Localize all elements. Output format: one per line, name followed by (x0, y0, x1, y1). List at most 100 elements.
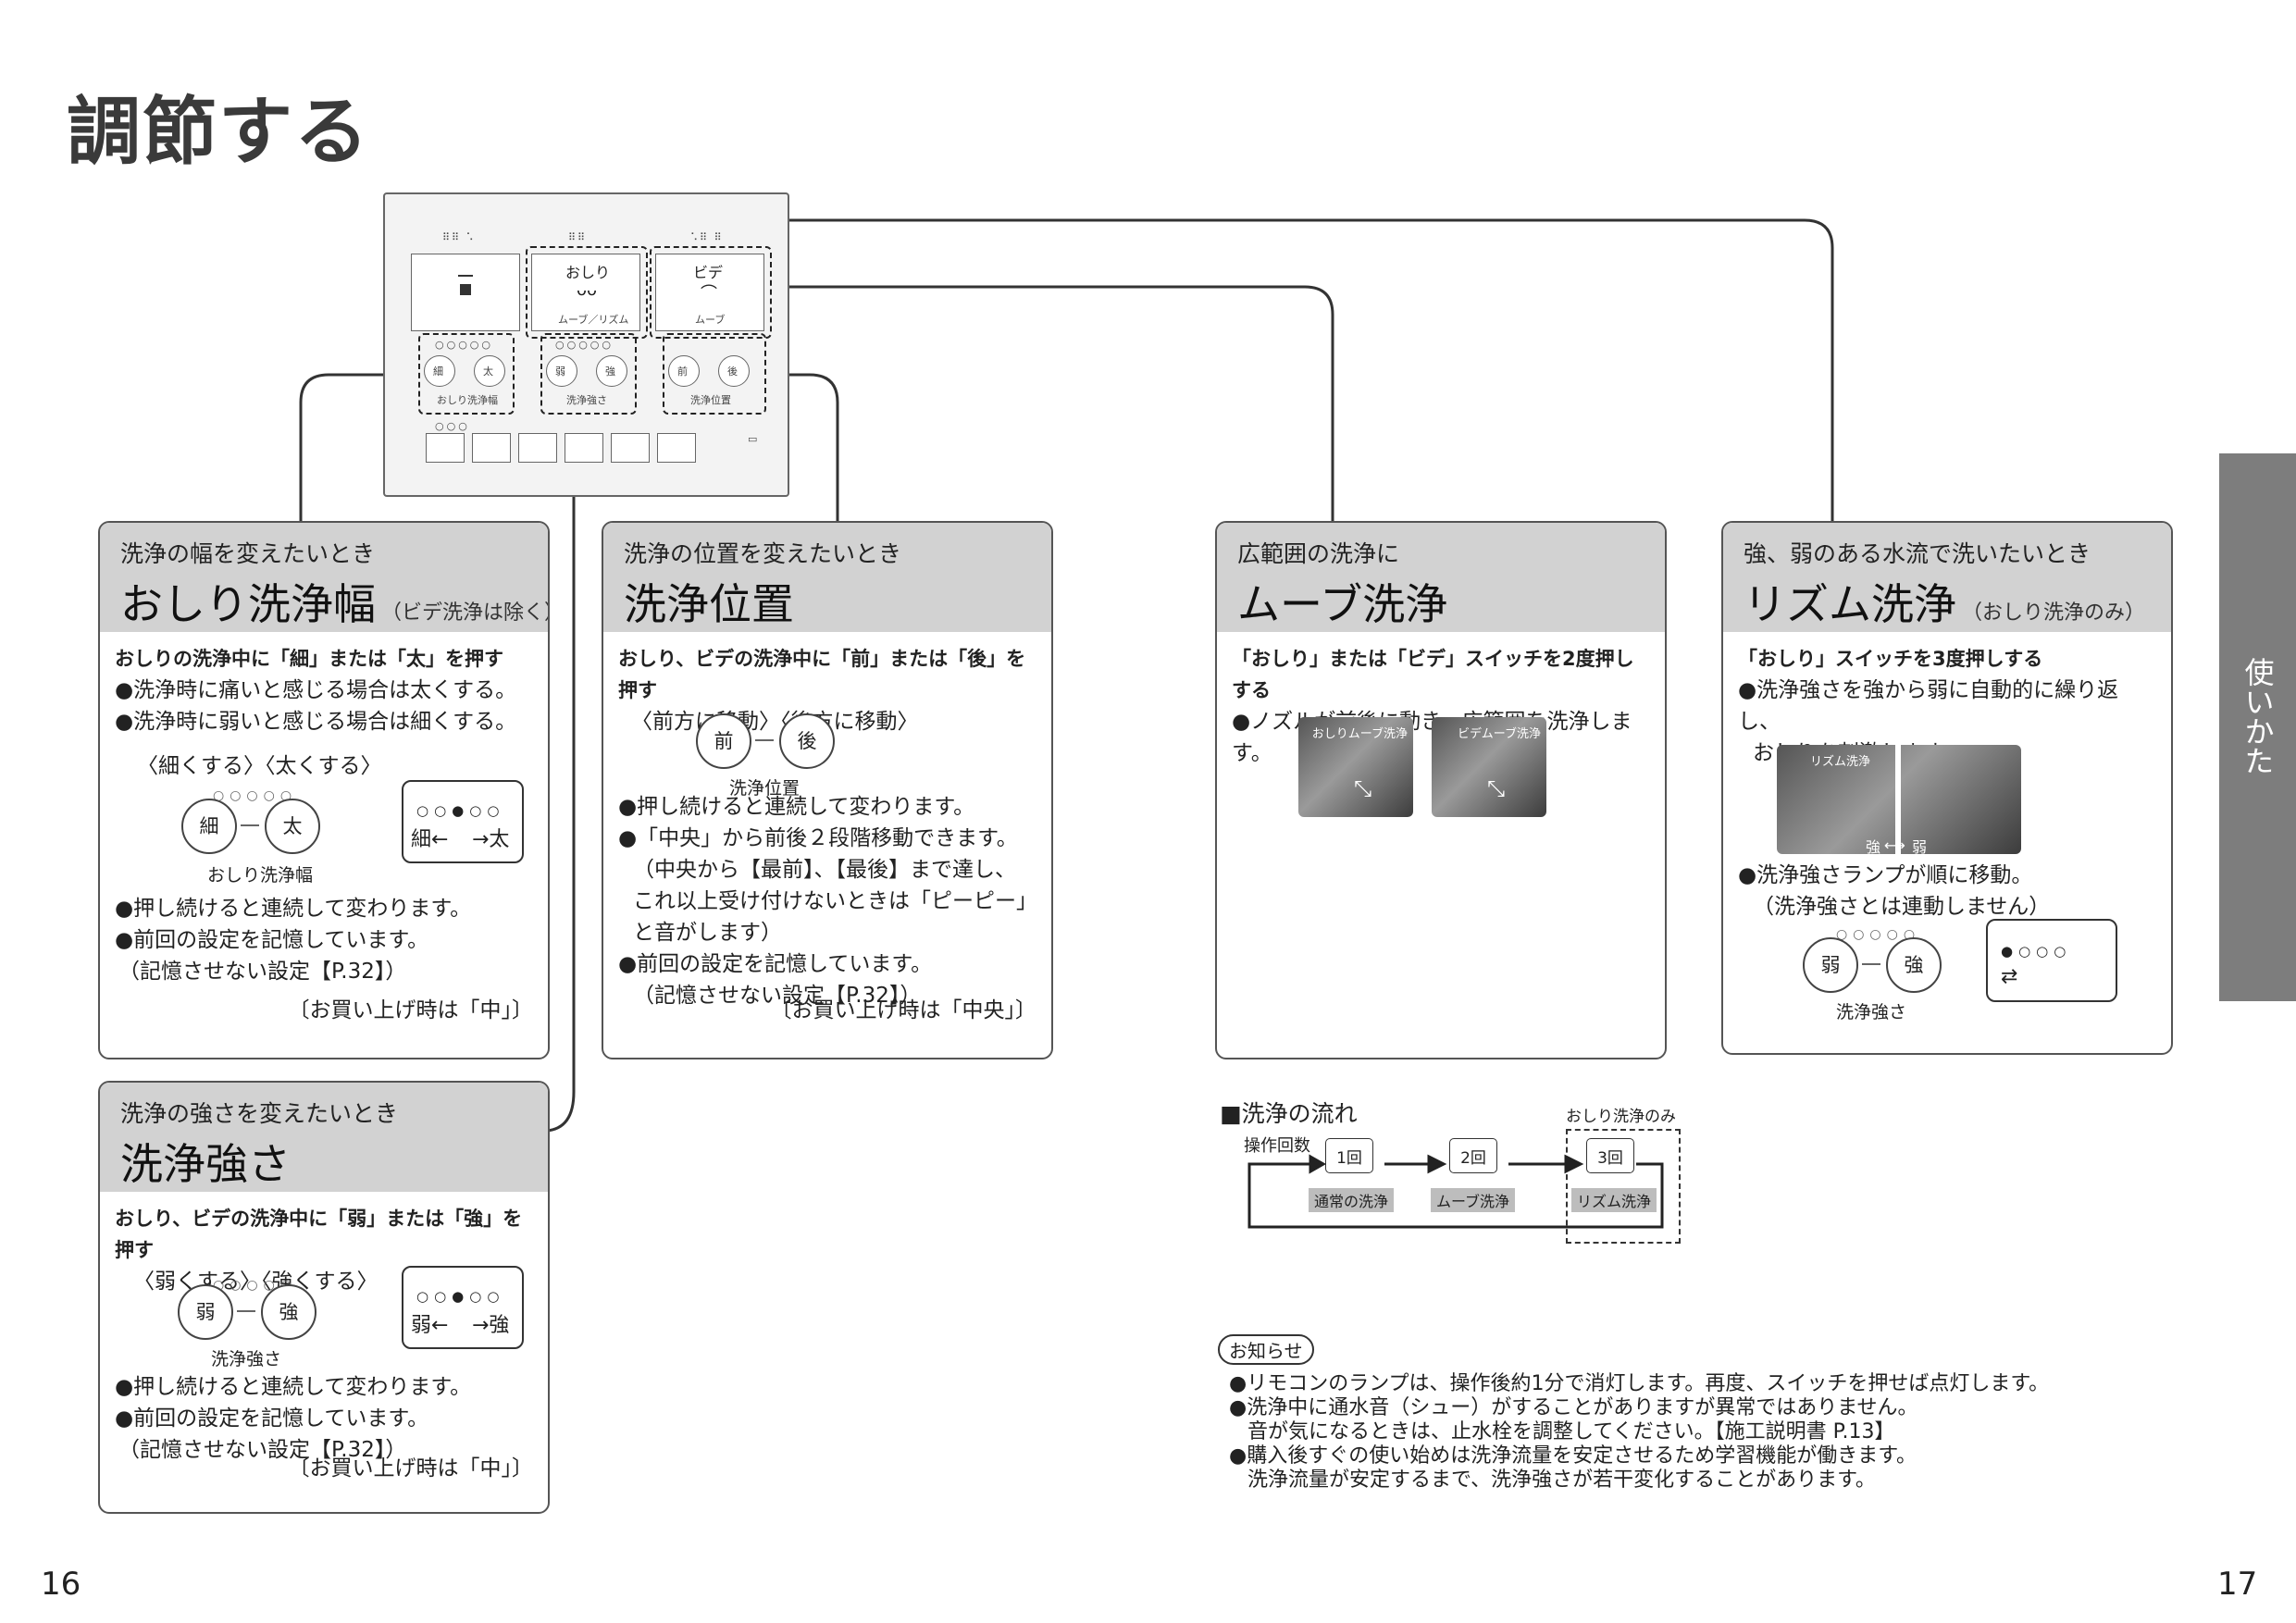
remote-strength-label: 洗浄強さ (566, 394, 607, 406)
bullet-text: ●洗浄時に痛いと感じる場合は太くする。 (115, 678, 517, 702)
default-setting: 〔お買い上げ時は「中」〕 (288, 1456, 534, 1481)
card-title-note: （ビデ洗浄は除く） (381, 601, 550, 625)
card-instruction: 「おしり」スイッチを3度押しする (1738, 648, 2043, 670)
card-instruction: おしり、ビデの洗浄中に「前」または「後」を押す (618, 648, 1026, 701)
notice-text: 洗浄流量が安定するまで、洗浄強さが若干変化することがあります。 (1247, 1468, 1876, 1492)
flow-count-label: 操作回数 (1244, 1136, 1310, 1156)
cycle-arrows: ⇄ (2001, 965, 2018, 988)
remote-width-label: おしり洗浄幅 (437, 394, 498, 406)
braille-mark: ⠿⠿ ⠡ (442, 231, 476, 243)
button-labels: 〈前方に移動〉〈後方に移動〉 (631, 710, 919, 734)
flow-step-name: リズム洗浄 (1571, 1188, 1657, 1212)
page-number-left: 16 (41, 1566, 81, 1603)
card-instruction: おしり、ビデの洗浄中に「弱」または「強」を押す (115, 1208, 523, 1261)
position-highlight (663, 333, 766, 415)
bide-highlight (650, 246, 772, 339)
bullet-text: と音がします） (633, 921, 782, 945)
card-instruction: 「おしり」または「ビデ」スイッチを2度押しする (1232, 648, 1634, 701)
bullet-text: ●押し続けると連続して変わります。 (115, 1375, 472, 1399)
remote-strength-right-button[interactable]: 強 (596, 355, 627, 387)
remote-position-label: 洗浄位置 (690, 394, 731, 406)
remote-bottom-button[interactable] (611, 433, 650, 463)
width-highlight (418, 333, 515, 415)
speech-bubble: ○○●○○ 弱← →強 (402, 1266, 524, 1349)
remote-width-left-button[interactable]: 細 (424, 355, 455, 387)
width-lamps: ○○○○○ (435, 339, 493, 351)
card-title: 洗浄強さ (120, 1139, 291, 1189)
card-position: 洗浄の位置を変えたいとき 洗浄位置 おしり、ビデの洗浄中に「前」または「後」を押… (602, 521, 1053, 1059)
oshiri-only-box (1566, 1129, 1681, 1244)
bullet-text: これ以上受け付けないときは「ピーピー」 (633, 889, 1037, 913)
side-tab-label: 使いかた (2240, 657, 2276, 775)
lamp-dots: ○○○○○ (1836, 927, 1921, 942)
card-subtitle: 洗浄の位置を変えたいとき (624, 540, 902, 567)
bide-icon: ⌒ (701, 284, 717, 304)
remote-bottom-button[interactable] (472, 433, 511, 463)
bullet-text: （記憶させない設定【P.32】） (633, 984, 922, 1008)
remote-control: ⠿⠿ ⠡ ⠿⠿ ⠡⠿ ⠿ おしり ᴗᴗ ムーブ／リズム ビデ ⌒ ムーブ ○○○… (383, 192, 789, 497)
strength-weak-button[interactable]: 弱 (178, 1284, 233, 1340)
position-front-button[interactable]: 前 (696, 713, 751, 769)
bullet-text: ●押し続けると連続して変わります。 (115, 897, 472, 921)
braille-mark: ⠿⠿ (568, 231, 588, 243)
bullet-text: ●前回の設定を記憶しています。 (115, 928, 429, 952)
card-instruction: おしりの洗浄中に「細」または「太」を押す (115, 648, 503, 670)
remote-position-left-button[interactable]: 前 (668, 355, 700, 387)
bullet-text: ●前回の設定を記憶しています。 (618, 952, 933, 976)
lamp-indicator: ●○○○ (2001, 943, 2072, 960)
side-tab[interactable]: 使いかた (2219, 453, 2296, 1001)
stop-button[interactable] (411, 254, 520, 331)
wash-flow: ■洗浄の流れ おしり洗浄のみ 操作回数 1回 2回 3回 通常の洗浄 ムーブ洗浄… (1218, 1092, 1699, 1258)
lamp-indicator: ○○●○○ (416, 1288, 505, 1305)
flow-step-count: 1回 (1325, 1138, 1373, 1173)
bide-button-sublabel: ムーブ (695, 314, 726, 326)
speech-bubble: ●○○○ ⇄ (1986, 919, 2117, 1002)
card-title-note: （おしり洗浄のみ） (1962, 601, 2146, 625)
rhythm-weak-button[interactable]: 弱 (1803, 937, 1858, 993)
card-strength: 洗浄の強さを変えたいとき 洗浄強さ おしり、ビデの洗浄中に「弱」または「強」を押… (98, 1081, 550, 1514)
notice-text: ●購入後すぐの使い始めは洗浄流量を安定させるため学習機能が働きます。 (1229, 1444, 1917, 1468)
notice-section: お知らせ ●リモコンのランプは、操作後約1分で消灯します。再度、スイッチを押せば… (1218, 1334, 2199, 1493)
remote-indicator-icon: ▭ (748, 433, 758, 445)
remote-width-right-button[interactable]: 太 (474, 355, 505, 387)
button-caption: 洗浄強さ (211, 1349, 282, 1369)
stop-icon (460, 284, 471, 295)
remote-position-right-button[interactable]: 後 (718, 355, 750, 387)
width-wide-button[interactable]: 太 (265, 799, 320, 854)
position-back-button[interactable]: 後 (779, 713, 835, 769)
card-title: リズム洗浄 (1744, 579, 1956, 629)
flow-step-count: 2回 (1449, 1138, 1497, 1173)
card-subtitle: 強、弱のある水流で洗いたいとき (1744, 540, 2091, 567)
remote-bottom-button[interactable] (518, 433, 557, 463)
oshiri-button[interactable]: おしり ᴗᴗ ムーブ／リズム (531, 254, 640, 331)
bullet-text: （記憶させない設定【P.32】） (118, 1438, 407, 1462)
remote-bottom-button[interactable] (426, 433, 465, 463)
oshiri-icon: ᴗᴗ (577, 280, 598, 300)
lamp-indicator: ○○●○○ (416, 802, 505, 819)
card-move: 広範囲の洗浄に ムーブ洗浄 「おしり」または「ビデ」スイッチを2度押しする ●ノ… (1215, 521, 1667, 1059)
bullet-text: ●洗浄時に弱いと感じる場合は細くする。 (115, 710, 517, 734)
remote-bottom-button[interactable] (657, 433, 696, 463)
default-setting: 〔お買い上げ時は「中」〕 (288, 998, 534, 1022)
strength-strong-button[interactable]: 強 (261, 1284, 316, 1340)
bide-move-photo: ビデムーブ洗浄⤡ (1432, 717, 1546, 817)
remote-strength-left-button[interactable]: 弱 (546, 355, 577, 387)
notice-text: 音が気になるときは、止水栓を調整してください。【施工説明書 P.13】 (1247, 1420, 1895, 1443)
bullet-text: ●洗浄強さランプが順に移動。 (1738, 863, 2033, 887)
card-subtitle: 広範囲の洗浄に (1237, 540, 1400, 567)
bullet-text: ●「中央」から前後２段階移動できます。 (618, 826, 1018, 850)
remote-bottom-button[interactable] (565, 433, 603, 463)
width-narrow-button[interactable]: 細 (181, 799, 237, 854)
card-rhythm: 強、弱のある水流で洗いたいとき リズム洗浄（おしり洗浄のみ） 「おしり」スイッチ… (1721, 521, 2173, 1055)
rhythm-strong-button[interactable]: 強 (1886, 937, 1942, 993)
bide-button-label: ビデ (693, 264, 724, 281)
button-caption: 洗浄位置 (729, 778, 800, 799)
oshiri-highlight (526, 246, 648, 339)
lamp-dots: ○○○○○ (213, 788, 298, 803)
bullet-text: ●洗浄強さを強から弱に自動的に繰り返し、 (1738, 678, 2119, 734)
speech-bubble: ○○●○○ 細← →太 (402, 780, 524, 863)
bide-button[interactable]: ビデ ⌒ ムーブ (655, 254, 764, 331)
page-title: 調節する (67, 89, 370, 175)
bullet-text: ●前回の設定を記憶しています。 (115, 1406, 429, 1431)
strength-highlight (540, 333, 637, 415)
